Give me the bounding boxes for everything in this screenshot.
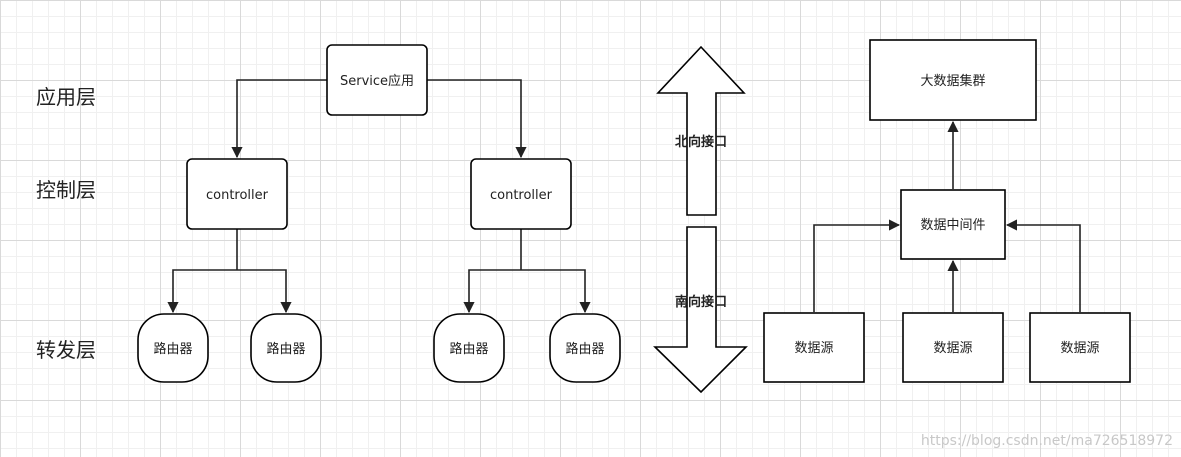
edge-source-1-to-middleware — [813, 219, 901, 312]
bigdata-cluster-node — [869, 39, 1037, 121]
data-source-1-label: 数据源 — [794, 341, 833, 356]
edge-service-to-controller-right — [427, 79, 527, 159]
edge-service-to-controller-left — [231, 79, 327, 159]
router-node-2-label: 路由器 — [266, 341, 305, 357]
router-node-1 — [137, 313, 209, 383]
edge-controller-right-to-router-4 — [521, 269, 591, 314]
router-node-4 — [549, 313, 621, 383]
data-source-node-2 — [902, 312, 1004, 383]
router-node-2 — [250, 313, 322, 383]
controller-node-right-label: controller — [490, 188, 553, 203]
northbound-arrow-shape — [656, 45, 746, 216]
router-node-3 — [433, 313, 505, 383]
router-node-3-label: 路由器 — [449, 341, 488, 357]
data-source-3-label: 数据源 — [1060, 341, 1099, 356]
layer-label-forward: 转发层 — [36, 338, 96, 362]
middleware-label: 数据中间件 — [920, 218, 985, 233]
data-source-node-1 — [763, 312, 865, 383]
router-node-1-label: 路由器 — [153, 341, 192, 357]
edge-controller-left-to-router-2 — [237, 269, 292, 314]
southbound-interface-label: 南向接口 — [675, 294, 727, 310]
layer-label-app: 应用层 — [36, 85, 96, 109]
bigdata-cluster-label: 大数据集群 — [920, 73, 985, 89]
router-node-4-label: 路由器 — [565, 341, 604, 357]
service-node-label: Service应用 — [340, 73, 414, 89]
controller-node-right — [470, 158, 572, 230]
controller-node-left-label: controller — [206, 188, 269, 203]
edge-source-3-to-middleware — [1005, 219, 1081, 312]
controller-node-left — [186, 158, 288, 230]
edge-controller-right-to-router-3 — [463, 269, 521, 314]
data-source-2-label: 数据源 — [933, 341, 972, 356]
southbound-arrow-shape — [653, 226, 748, 394]
edge-controller-left-to-router-1 — [167, 269, 237, 314]
northbound-interface-label: 北向接口 — [675, 134, 727, 150]
watermark: https://blog.csdn.net/ma726518972 — [920, 433, 1173, 449]
service-node — [326, 44, 428, 116]
layer-label-control: 控制层 — [36, 178, 96, 202]
data-source-node-3 — [1029, 312, 1131, 383]
middleware-node — [900, 189, 1006, 260]
